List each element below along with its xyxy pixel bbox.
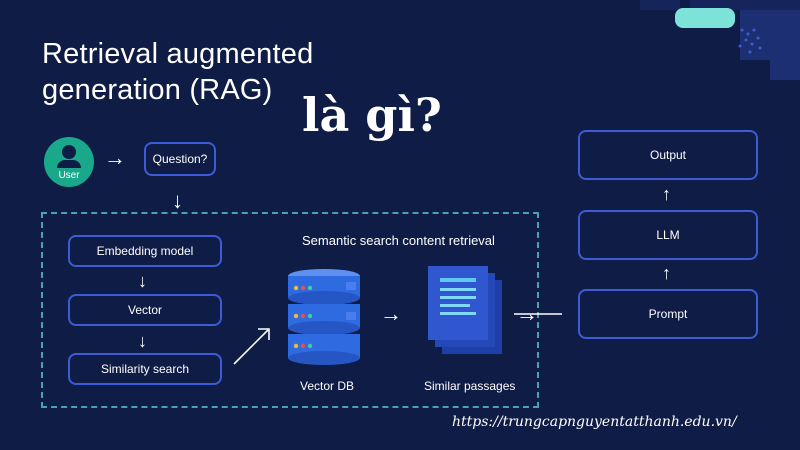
- documents-icon: [428, 266, 502, 354]
- llm-box: LLM: [578, 210, 758, 260]
- similarity-search-box: Similarity search: [68, 353, 222, 385]
- user-node: User: [44, 137, 94, 187]
- arrow-line-extension: [514, 313, 562, 315]
- question-box: Question?: [144, 142, 216, 176]
- retrieval-container: [41, 212, 539, 408]
- output-box: Output: [578, 130, 758, 180]
- arrow-db-to-passages: →: [380, 301, 402, 326]
- arrow-embedding-to-vector: ↓: [138, 271, 147, 291]
- user-icon-body: [57, 160, 81, 168]
- database-icon: [288, 269, 360, 365]
- section-title: Semantic search content retrieval: [302, 233, 495, 248]
- arrow-llm-to-output: ↑: [662, 184, 671, 204]
- user-label: User: [58, 170, 80, 181]
- title-overlay: là gì?: [302, 88, 442, 142]
- user-icon: [62, 145, 76, 159]
- arrow-similarity-to-db: [233, 328, 270, 365]
- arrow-user-to-question: →: [104, 145, 126, 170]
- vector-box: Vector: [68, 294, 222, 326]
- embedding-model-box: Embedding model: [68, 235, 222, 267]
- vector-db-label: Vector DB: [300, 379, 355, 393]
- arrow-prompt-to-llm: ↑: [662, 263, 671, 283]
- arrow-question-down: ↓: [172, 188, 183, 213]
- title-line-1: Retrieval augmented: [42, 38, 314, 70]
- prompt-box: Prompt: [578, 289, 758, 339]
- page-title: Retrieval augmented generation (RAG): [42, 36, 362, 108]
- similar-passages-label: Similar passages: [424, 379, 516, 393]
- arrow-vector-to-similarity: ↓: [138, 331, 147, 351]
- website-url[interactable]: https://trungcapnguyentatthanh.edu.vn/: [452, 414, 737, 430]
- title-line-2: generation (RAG): [42, 74, 273, 106]
- corner-decoration: [640, 0, 800, 80]
